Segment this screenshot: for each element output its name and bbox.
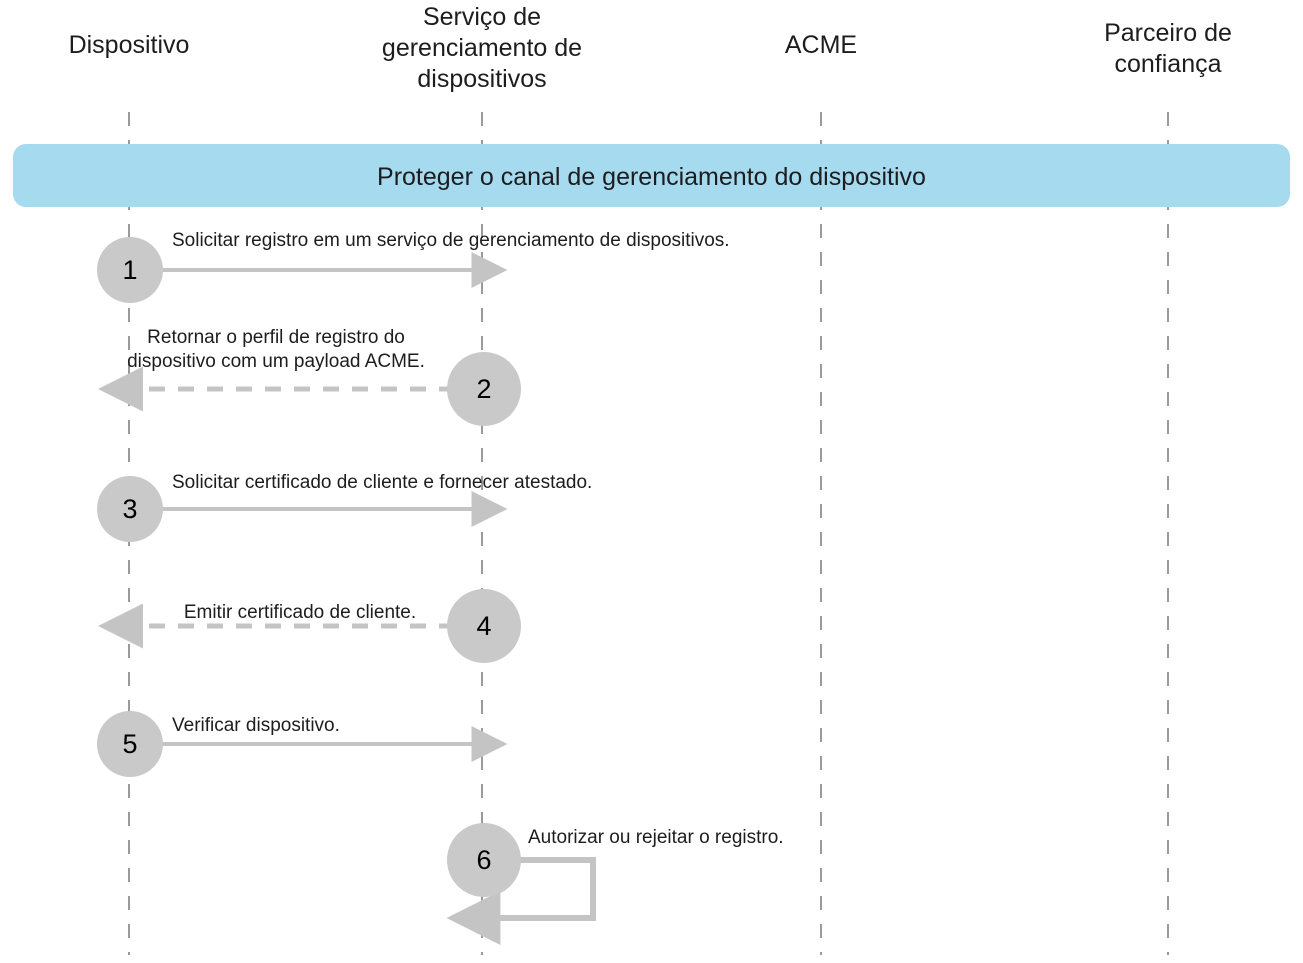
secure-channel-banner xyxy=(13,144,1290,207)
step-number-5: 5 xyxy=(122,729,138,759)
step-number-1: 1 xyxy=(122,255,138,285)
column-header-servico-gerenciamento: Serviço de gerenciamento de dispositivos xyxy=(381,3,583,93)
step-circle-3 xyxy=(97,476,163,542)
message-label-2: Retornar o perfil de registro do disposi… xyxy=(127,327,425,372)
step-circle-4 xyxy=(447,589,521,663)
step-number-4: 4 xyxy=(476,611,492,641)
message-label-1: Solicitar registro em um serviço de gere… xyxy=(172,230,730,251)
step-circle-2 xyxy=(447,352,521,426)
step-circle-5 xyxy=(97,711,163,777)
message-label-3: Solicitar certificado de cliente e forne… xyxy=(172,472,593,493)
message-label-4: Emitir certificado de cliente. xyxy=(183,602,417,623)
message-label-5: Verificar dispositivo. xyxy=(172,715,340,736)
column-header-dispositivo: Dispositivo xyxy=(68,31,190,59)
step-circle-1 xyxy=(97,237,163,303)
step-circle-6 xyxy=(447,823,521,897)
step-number-2: 2 xyxy=(476,374,492,404)
column-header-parceiro-confianca: Parceiro de confiança xyxy=(1104,19,1232,78)
message-arrow-6-self-loop xyxy=(446,857,596,945)
step-number-6: 6 xyxy=(476,845,492,875)
column-header-acme: ACME xyxy=(784,31,858,59)
step-number-3: 3 xyxy=(122,494,138,524)
message-label-6: Autorizar ou rejeitar o registro. xyxy=(528,827,784,848)
secure-channel-banner-label: Proteger o canal de gerenciamento do dis… xyxy=(377,163,926,191)
